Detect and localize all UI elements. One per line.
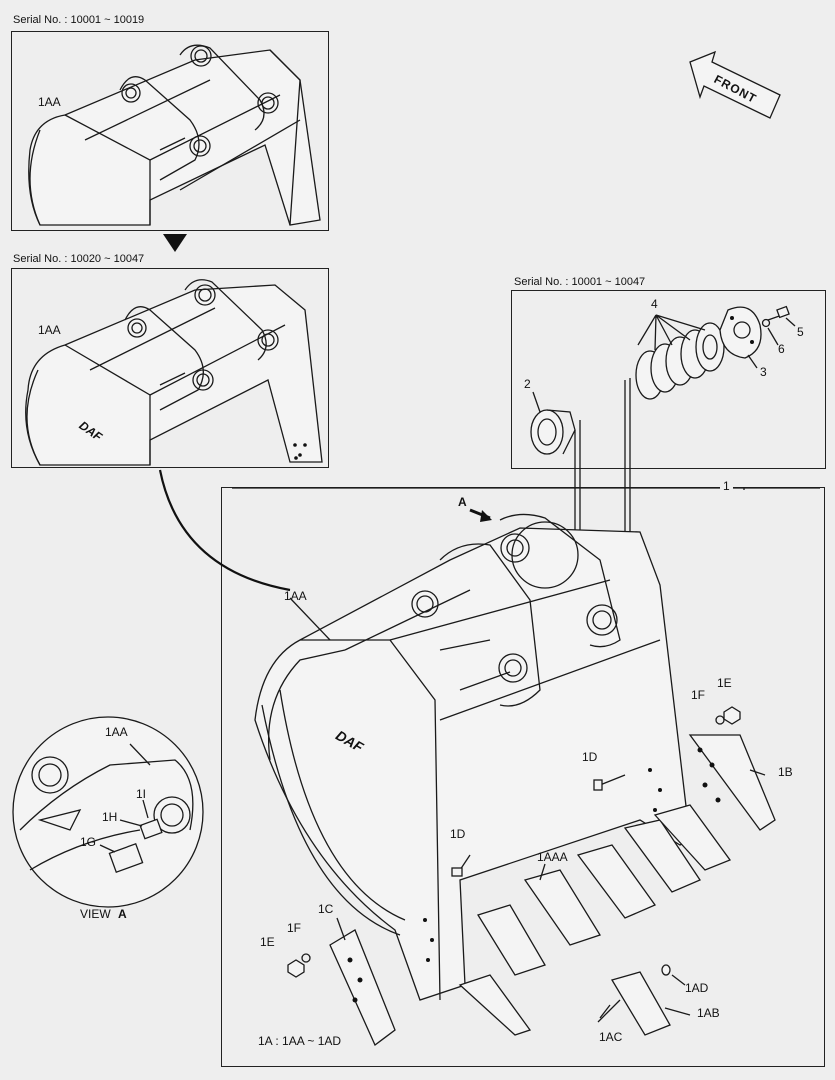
view-a-arrow-letter: A <box>458 495 467 509</box>
callout-1I: 1I <box>136 787 147 801</box>
serial-label-mid: Serial No. : 10020 ~ 10047 <box>13 253 145 265</box>
callout-1AA-mid: 1AA <box>38 323 61 337</box>
callout-1B: 1B <box>778 765 793 779</box>
assembly-footnote: 1A : 1AA ~ 1AD <box>258 1034 342 1048</box>
callout-1: 1 <box>720 480 733 493</box>
callout-1AA-top: 1AA <box>38 95 61 109</box>
callout-1C: 1C <box>318 902 334 916</box>
callout-4: 4 <box>651 297 658 311</box>
pin-kit-art <box>530 305 796 610</box>
view-a-detail-art <box>12 716 204 908</box>
view-caption-letter: A <box>118 907 127 921</box>
callout-1AD: 1AD <box>685 981 709 995</box>
callout-1AB: 1AB <box>697 1006 720 1020</box>
callout-6: 6 <box>778 342 785 356</box>
callout-1F-left: 1F <box>287 921 302 935</box>
callout-1D-right: 1D <box>582 750 598 764</box>
callout-2: 2 <box>524 377 531 391</box>
bucket-top-view-art <box>28 44 321 226</box>
view-a-caption: VIEW A <box>80 908 127 921</box>
callout-1E-left: 1E <box>260 935 275 949</box>
serial-label-pin-kit: Serial No. : 10001 ~ 10047 <box>514 276 646 288</box>
bucket-mid-view-art <box>25 279 323 466</box>
callout-5: 5 <box>797 325 804 339</box>
callout-1D-left: 1D <box>450 827 466 841</box>
callout-1AA-view: 1AA <box>105 725 128 739</box>
callout-1AAA: 1AAA <box>537 850 568 864</box>
serial-label-top: Serial No. : 10001 ~ 10019 <box>13 14 145 26</box>
main-bucket-art <box>232 487 820 1047</box>
callout-1F-right: 1F <box>691 688 706 702</box>
callout-1E-right: 1E <box>717 676 732 690</box>
callout-1G: 1G <box>80 835 97 849</box>
view-caption-prefix: VIEW <box>80 907 111 921</box>
callout-1AC: 1AC <box>599 1030 623 1044</box>
serial-change-arrow <box>163 234 187 252</box>
callout-3: 3 <box>760 365 767 379</box>
front-direction-arrow <box>689 50 781 119</box>
callout-1H: 1H <box>102 810 118 824</box>
callout-1AA-main: 1AA <box>284 589 307 603</box>
